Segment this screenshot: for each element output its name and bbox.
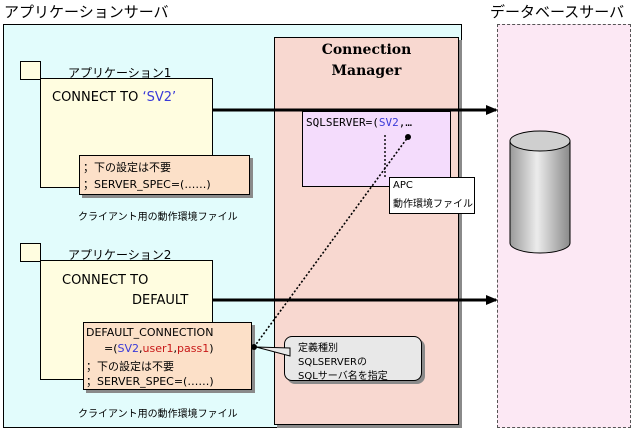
apc-label-line1: APC bbox=[393, 180, 413, 191]
app1-connect-statement: CONNECT TO ‘SV2’ bbox=[52, 90, 176, 105]
callout-line3: SQLサーバ名を指定 bbox=[298, 371, 388, 382]
app1-tab bbox=[20, 61, 41, 80]
sv2-app2-marker bbox=[251, 344, 257, 350]
app1-connect-target: ‘SV2’ bbox=[142, 90, 177, 105]
apc-label-line2: 動作環境ファイル bbox=[393, 199, 473, 210]
connection-manager-title-line1: Connection bbox=[321, 42, 412, 58]
app1-note-line1: ；下の設定は不要 bbox=[83, 161, 171, 174]
app2-note-user: user1 bbox=[142, 342, 174, 355]
sv2-apc-marker bbox=[405, 134, 411, 140]
app2-note-comma2: , bbox=[173, 342, 178, 355]
connection-manager-title-line2: Manager bbox=[331, 63, 402, 79]
app2-note-close: ) bbox=[209, 342, 214, 355]
callout-line1: 定義種別 bbox=[298, 343, 338, 354]
sqlserver-callout bbox=[284, 336, 422, 381]
database-cylinder-icon bbox=[509, 130, 571, 254]
app1-title: アプリケーション1 bbox=[68, 66, 172, 80]
apc-setting-suffix: ,… bbox=[398, 116, 412, 129]
app1-note-line2: ；SERVER_SPEC=(……) bbox=[83, 178, 211, 191]
app2-note-line4: ；SERVER_SPEC=(……) bbox=[86, 375, 214, 388]
apc-setting-sv: SV2 bbox=[378, 116, 399, 129]
app2-note-eq: =( bbox=[104, 342, 118, 355]
app2-env-file-box bbox=[83, 322, 252, 390]
app2-note-line2: =(SV2,user1,pass1) bbox=[104, 342, 214, 355]
apc-sqlserver-setting: SQLSERVER=(SV2,… bbox=[306, 116, 412, 129]
app-server-label: アプリケーションサーバ bbox=[4, 3, 169, 21]
db-server-label: データベースサーバ bbox=[490, 3, 625, 21]
app2-connect-line2: DEFAULT bbox=[132, 293, 189, 308]
app2-connect-line1: CONNECT TO bbox=[62, 273, 149, 288]
app2-env-file-label: クライアント用の動作環境ファイル bbox=[78, 409, 238, 420]
sv2-reference-dotted-line bbox=[253, 136, 409, 348]
app2-title: アプリケーション2 bbox=[68, 248, 172, 262]
app1-connect-prefix: CONNECT TO bbox=[52, 90, 143, 105]
callout-tail bbox=[255, 346, 291, 357]
app2-note-line3: ；下の設定は不要 bbox=[86, 360, 174, 373]
app2-note-comma1: , bbox=[139, 342, 143, 355]
app2-tab bbox=[20, 243, 41, 262]
app2-note-line1: DEFAULT_CONNECTION bbox=[86, 326, 214, 339]
callout-line2: SQLSERVERの bbox=[298, 357, 367, 368]
apc-label-box bbox=[389, 177, 475, 214]
apc-setting-prefix: SQLSERVER=( bbox=[306, 116, 379, 129]
app2-note-pass: pass1 bbox=[177, 342, 210, 355]
app2-note-sv: SV2 bbox=[117, 342, 140, 355]
app1-env-file-label: クライアント用の動作環境ファイル bbox=[78, 212, 238, 223]
app1-env-file-box bbox=[79, 155, 250, 195]
